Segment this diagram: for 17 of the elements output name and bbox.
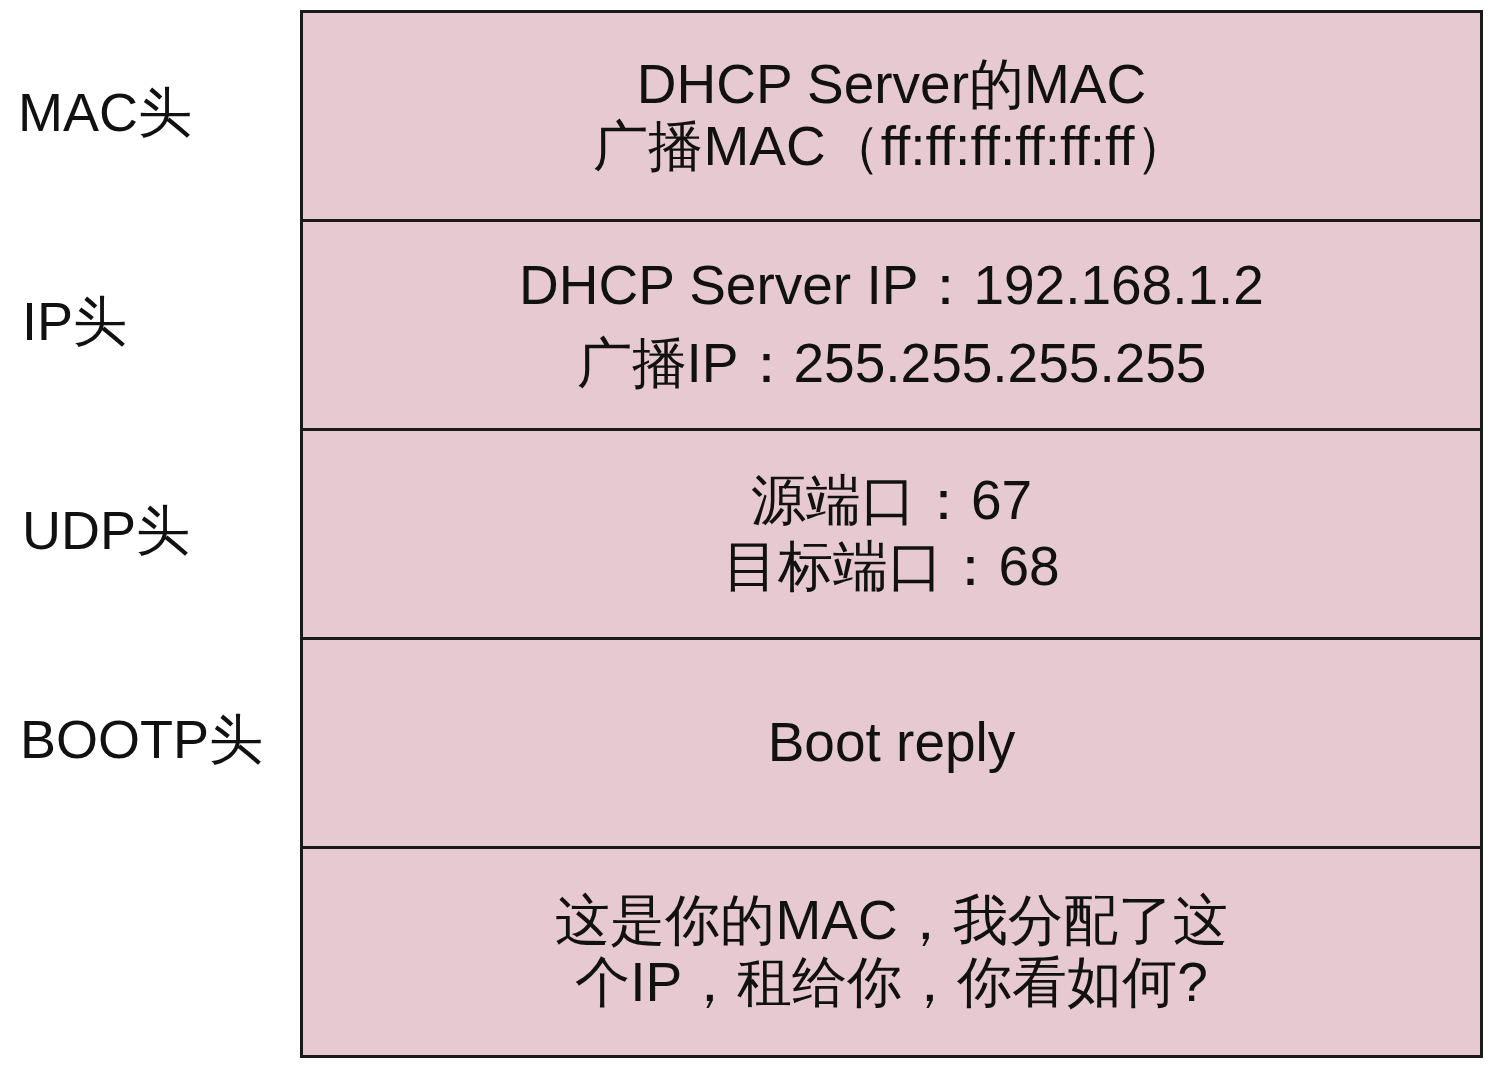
field-text: 广播MAC（ff:ff:ff:ff:ff:ff） — [593, 116, 1190, 178]
field-text: 这是你的MAC，我分配了这个IP，租给你，你看如何? — [554, 890, 1229, 1014]
row-label: BOOTP头 — [20, 709, 264, 769]
field-text: 目标端口：68 — [723, 536, 1060, 598]
field-text: DHCP Server IP：192.168.1.2 — [519, 255, 1264, 317]
field-text: Boot reply — [767, 712, 1016, 774]
row-label: UDP头 — [22, 500, 190, 560]
field-box — [300, 428, 1483, 637]
field-box — [300, 637, 1483, 846]
field-text: 源端口：67 — [750, 470, 1033, 532]
field-text: 广播IP：255.255.255.255 — [576, 333, 1207, 395]
field-box — [300, 10, 1483, 219]
row-label: IP头 — [22, 291, 128, 351]
field-box — [300, 219, 1483, 428]
field-box — [300, 846, 1483, 1058]
row-label: MAC头 — [18, 82, 192, 142]
field-text: DHCP Server的MAC — [636, 54, 1147, 116]
